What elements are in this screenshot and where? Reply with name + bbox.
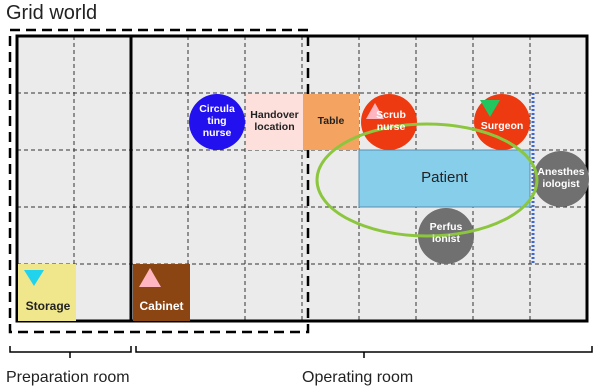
operating-room-bracket [135, 346, 593, 353]
scrub-nurse-direction-icon [366, 103, 384, 119]
preparation-room-bracket [9, 346, 132, 353]
circulating-nurse-node [189, 94, 245, 150]
preparation-room-label: Preparation room [6, 369, 130, 386]
patient-box [358, 149, 531, 208]
surgeon-direction-icon [480, 100, 500, 117]
patient-zone-ellipse [315, 122, 539, 238]
storage-direction-icon [24, 270, 44, 286]
preparation-region-outline [8, 28, 310, 334]
table-box [303, 94, 359, 150]
scrub-nurse-node [361, 94, 417, 150]
operating-room-label: Operating room [302, 369, 414, 386]
cabinet-direction-icon [139, 268, 161, 287]
diagram-title: Grid world [6, 2, 98, 24]
handover-location-box [246, 94, 303, 150]
anesthesiologist-node [533, 151, 589, 207]
cabinet-box [133, 264, 190, 321]
